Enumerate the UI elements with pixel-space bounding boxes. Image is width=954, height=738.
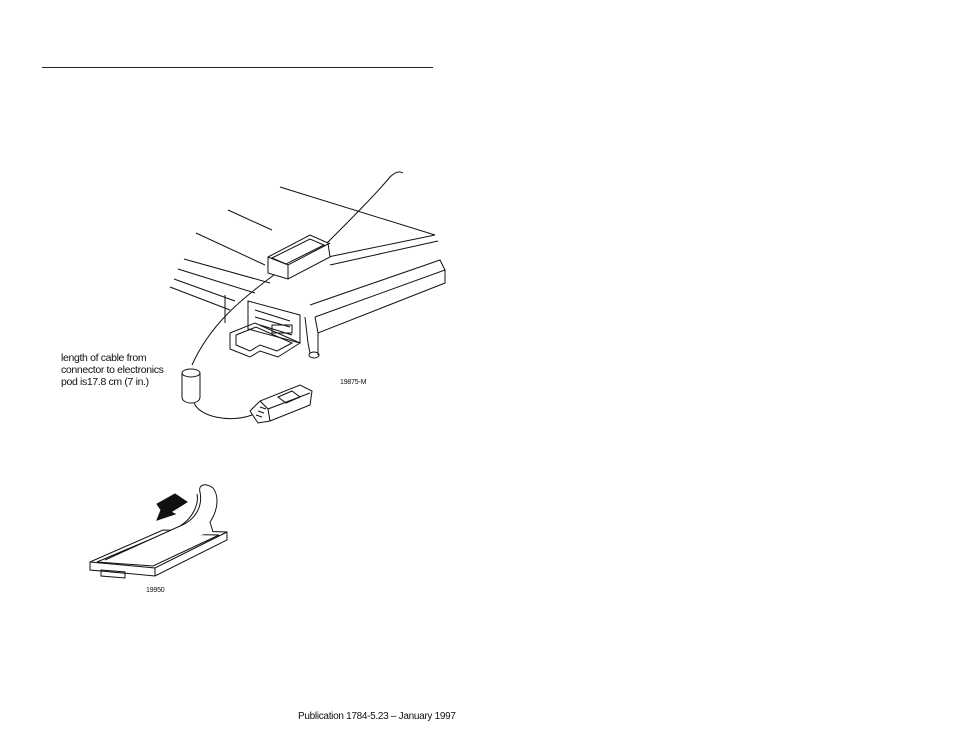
cable xyxy=(191,274,275,366)
laptop-edge-line xyxy=(183,258,271,284)
header-rule xyxy=(42,67,433,68)
cable-length-callout: length of cable from connector to electr… xyxy=(61,352,181,388)
peeling-label xyxy=(104,484,218,561)
electronics-pod-top xyxy=(270,238,326,265)
connector-latch xyxy=(277,390,301,404)
publication-footer: Publication 1784-5.23 – January 1997 xyxy=(298,711,456,722)
callout-line: connector to electronics xyxy=(61,364,164,376)
laptop-edge-line xyxy=(177,268,256,294)
slot-door xyxy=(229,322,302,358)
front-foot xyxy=(307,333,319,355)
slot-door-inner xyxy=(235,326,294,352)
cable xyxy=(193,402,253,420)
laptop-edge-line xyxy=(169,286,231,311)
label-curl xyxy=(179,493,198,527)
pcmcia-card xyxy=(89,529,228,577)
connector-grip xyxy=(255,406,267,418)
figure-id: 19875-M xyxy=(340,379,367,386)
laptop-edge-line xyxy=(195,232,266,266)
callout-line: length of cable from xyxy=(61,352,147,364)
ferrite-bead xyxy=(181,373,201,404)
laptop-edge-line xyxy=(279,186,436,236)
front-face xyxy=(304,270,446,344)
ferrite-bead-top xyxy=(181,368,201,378)
pull-arrow-icon xyxy=(156,493,188,521)
cable-installation-illustration xyxy=(169,171,446,424)
figure-id: 19950 xyxy=(146,587,165,594)
laptop-edge-line xyxy=(173,278,236,302)
laptop-edge-line xyxy=(227,209,273,231)
callout-line: pod is17.8 cm (7 in.) xyxy=(61,376,149,388)
label-peel-illustration xyxy=(89,484,228,579)
upper-cable xyxy=(324,171,404,246)
card-connector-end xyxy=(100,569,126,579)
pcmcia-card-edge xyxy=(89,531,228,576)
slot-connector xyxy=(271,324,293,334)
foot xyxy=(308,351,320,359)
front-edge xyxy=(309,259,446,318)
deck-line xyxy=(327,234,439,266)
